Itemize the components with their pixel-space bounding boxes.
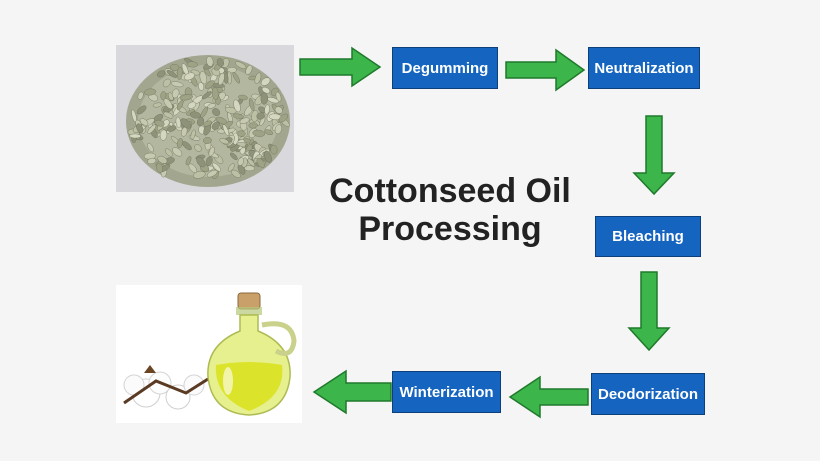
title-line-2: Processing — [358, 210, 542, 248]
arrow-down-icon — [627, 271, 671, 352]
step-winterization: Winterization — [392, 371, 501, 413]
step-neutralization: Neutralization — [588, 47, 700, 89]
cottonseed-photo — [116, 45, 294, 192]
title-line-1: Cottonseed Oil — [329, 172, 571, 210]
cottonseed-pile-illustration — [126, 55, 290, 187]
arrow-left-icon — [508, 375, 589, 419]
step-bleaching: Bleaching — [595, 216, 701, 257]
arrow-right-icon — [299, 46, 382, 88]
arrow-right-icon — [505, 48, 586, 92]
oil-jar-photo — [116, 285, 302, 423]
step-label: Deodorization — [598, 385, 698, 403]
step-label: Bleaching — [612, 228, 684, 245]
oil-jar-icon — [207, 292, 297, 416]
arrow-left-icon — [312, 369, 392, 415]
step-label: Neutralization — [594, 59, 694, 77]
cotton-boll-icon — [123, 365, 209, 410]
step-label: Winterization — [399, 383, 494, 401]
diagram-title: Cottonseed Oil Processing — [300, 172, 600, 248]
step-label: Degumming — [401, 59, 489, 77]
step-degumming: Degumming — [392, 47, 498, 89]
step-deodorization: Deodorization — [591, 373, 705, 415]
arrow-down-icon — [632, 115, 676, 196]
